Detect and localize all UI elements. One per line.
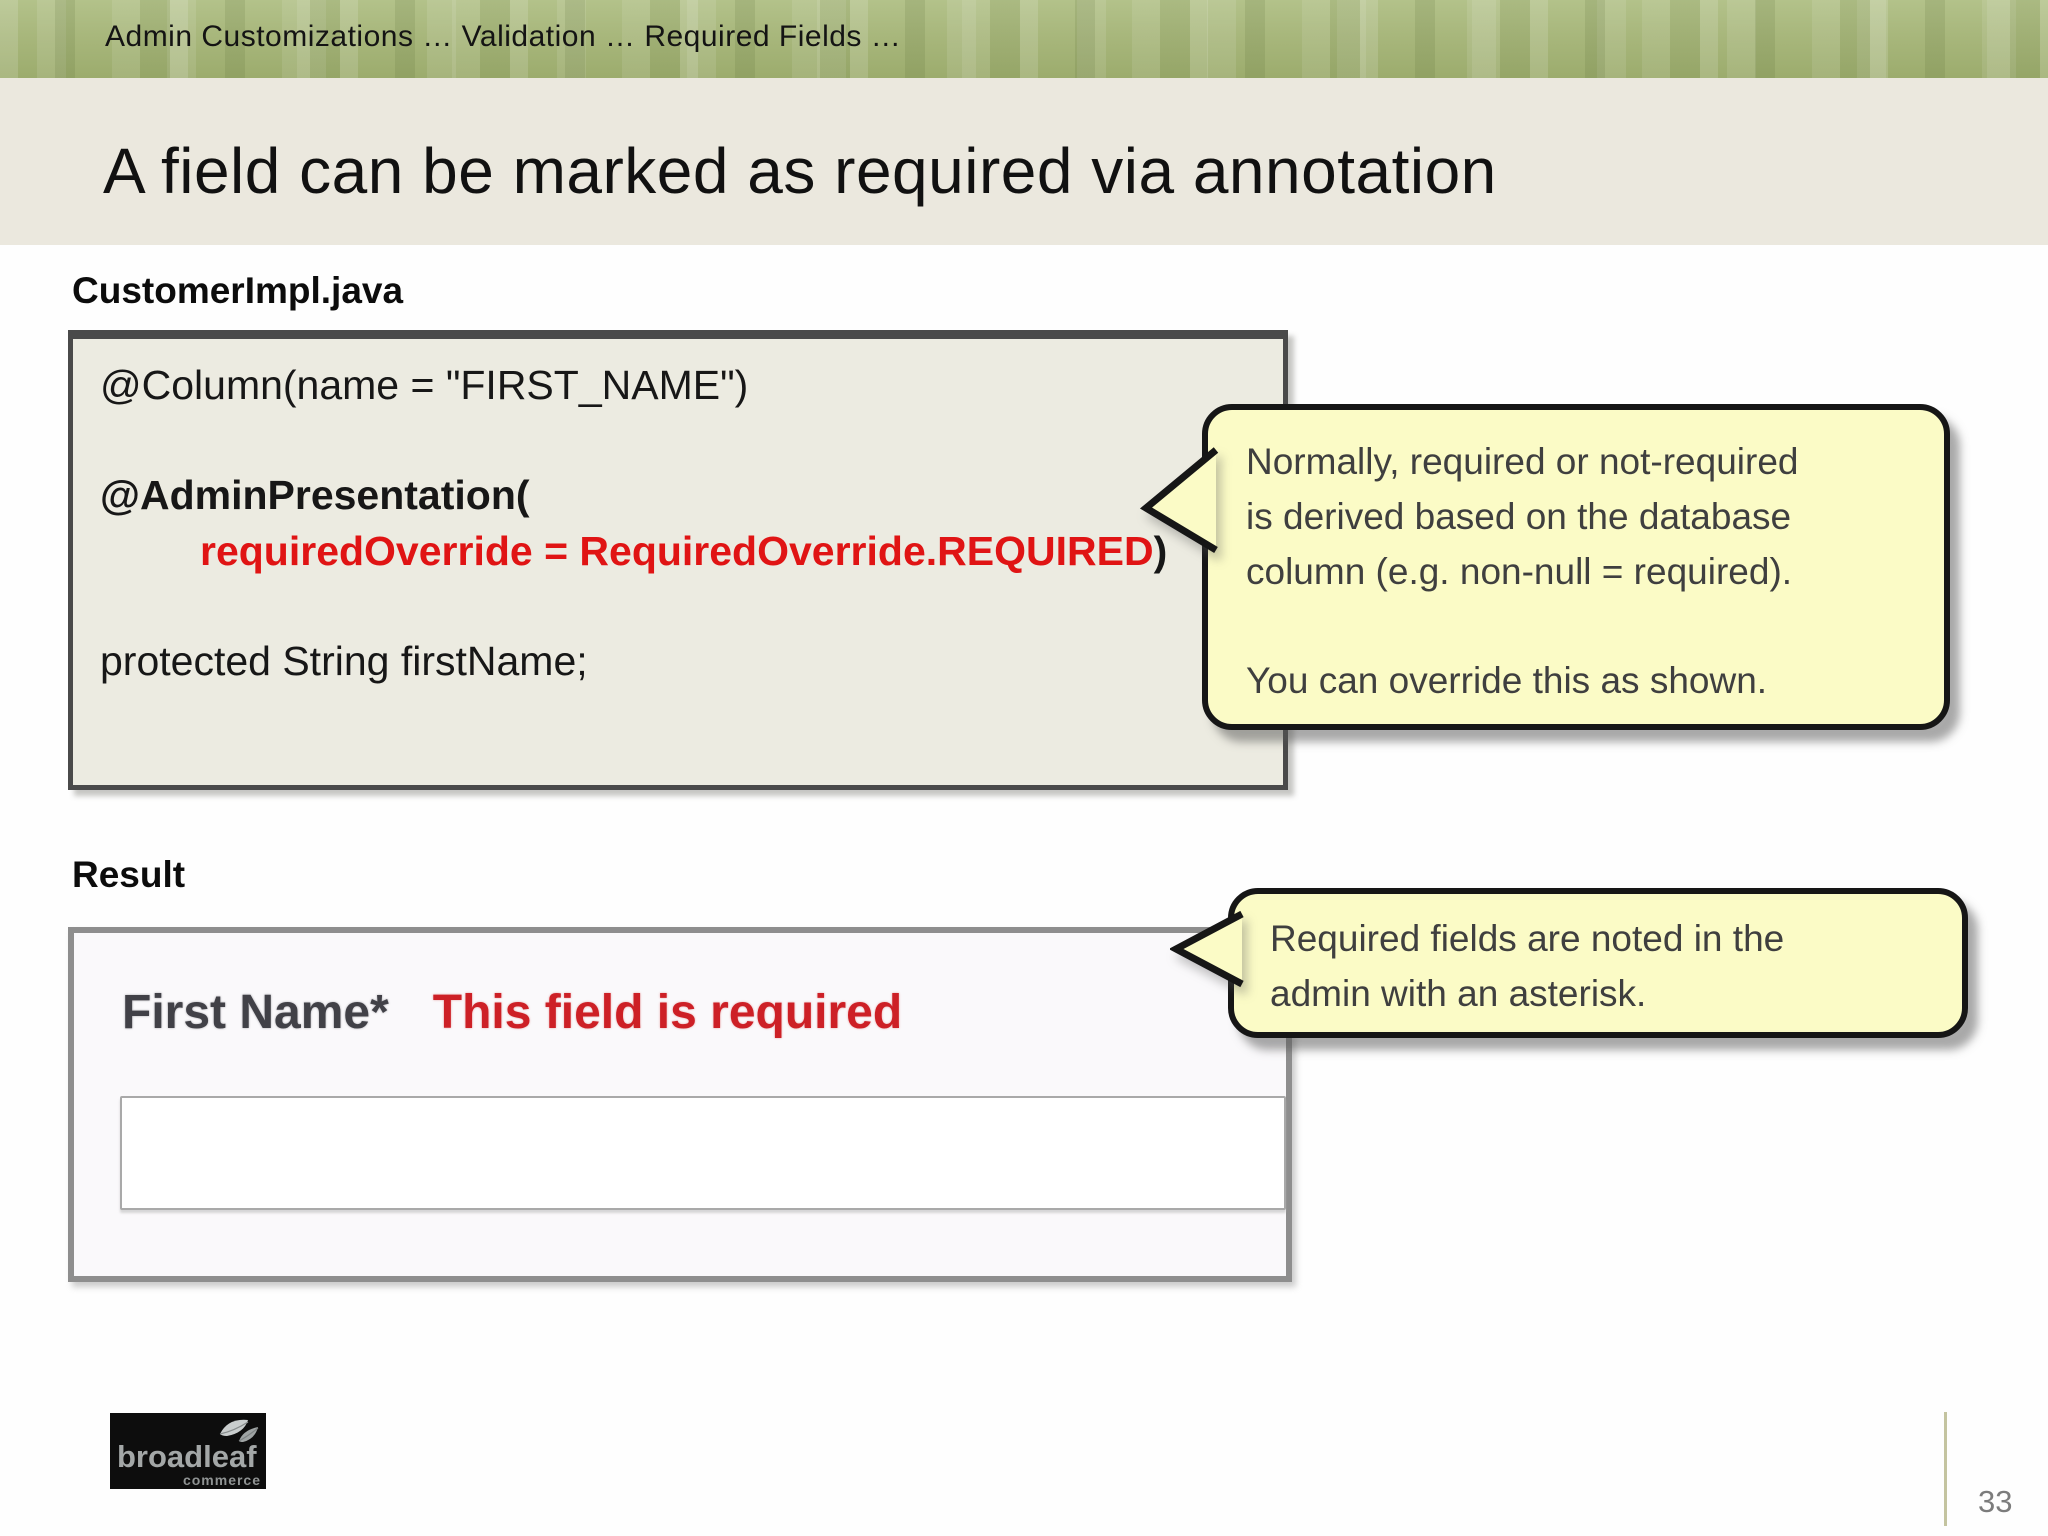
code-line-admin-presentation: @AdminPresentation( xyxy=(100,472,530,518)
code-line-column-annotation: @Column(name = "FIRST_NAME") xyxy=(100,362,749,408)
callout-code-explanation: Normally, required or not-required is de… xyxy=(1139,404,1950,730)
admin-form-screenshot: First Name* This field is required xyxy=(68,927,1292,1282)
code-snippet-box: @Column(name = "FIRST_NAME") @AdminPrese… xyxy=(68,330,1288,790)
footer-divider-line xyxy=(1944,1412,1947,1526)
leaf-icon xyxy=(219,1419,259,1442)
code-section-heading: CustomerImpl.java xyxy=(72,270,404,311)
slide-header-band: Admin Customizations … Validation … Requ… xyxy=(0,0,2048,78)
first-name-input[interactable] xyxy=(120,1096,1286,1210)
page-number: 33 xyxy=(1978,1484,2013,1519)
callout-text-line: Normally, required or not-required xyxy=(1246,441,1799,482)
code-line-field-declaration: protected String firstName; xyxy=(100,638,588,684)
callout-result-explanation: Required fields are noted in the admin w… xyxy=(1170,888,1968,1038)
callout-text-line: Required fields are noted in the xyxy=(1270,918,1785,959)
broadleaf-logo: broadleaf commerce xyxy=(110,1413,266,1489)
callout-text-line: admin with an asterisk. xyxy=(1270,973,1647,1014)
required-validation-message: This field is required xyxy=(432,986,903,1039)
code-blank-line xyxy=(100,413,1283,467)
code-line-required-override: requiredOverride = RequiredOverride.REQU… xyxy=(200,528,1168,574)
first-name-field-label: First Name* xyxy=(122,986,389,1039)
callout-text-line: column (e.g. non-null = required). xyxy=(1246,551,1793,592)
breadcrumb: Admin Customizations … Validation … Requ… xyxy=(105,20,902,53)
form-field-row: First Name* This field is required xyxy=(122,985,902,1040)
callout-blank-line xyxy=(1246,599,1944,653)
callout-text-line: You can override this as shown. xyxy=(1246,660,1768,701)
logo-brand-text: broadleaf xyxy=(117,1439,257,1474)
title-band: A field can be marked as required via an… xyxy=(0,78,2048,245)
callout-tail-left-icon xyxy=(1139,447,1219,554)
code-highlight-red: requiredOverride = RequiredOverride.REQU… xyxy=(200,528,1154,574)
logo-sub-text: commerce xyxy=(182,1472,261,1488)
page-title: A field can be marked as required via an… xyxy=(103,135,1497,207)
code-blank-line xyxy=(100,579,1283,633)
callout-tail-left-icon xyxy=(1170,910,1244,988)
result-section-heading: Result xyxy=(72,854,186,895)
callout-text-line: is derived based on the database xyxy=(1246,496,1792,537)
